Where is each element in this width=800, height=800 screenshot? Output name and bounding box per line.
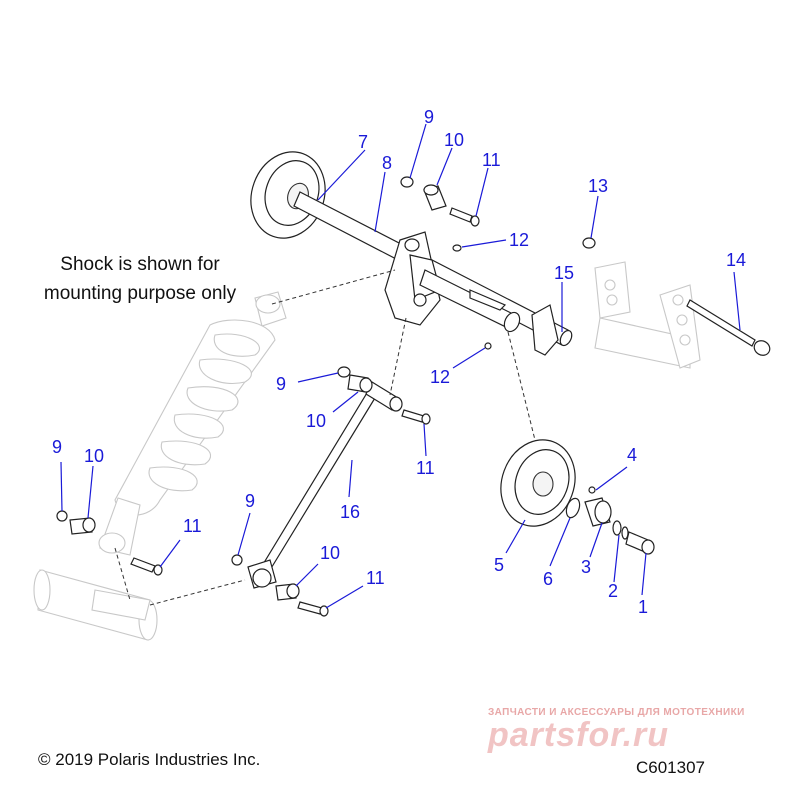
grease-fitting-top — [452, 244, 462, 252]
spacer-hub — [584, 486, 612, 527]
callout-4: 4 — [627, 445, 637, 465]
dashed-line — [389, 317, 407, 396]
washer-a — [612, 520, 622, 536]
shock-absorber — [33, 291, 287, 641]
callout-10-bottom: 10 — [320, 543, 340, 563]
callout-7: 7 — [358, 132, 368, 152]
bolt-top — [449, 207, 480, 227]
copyright-text: © 2019 Polaris Industries Inc. — [38, 750, 261, 769]
bolt-right — [625, 531, 655, 555]
snap-ring — [565, 497, 581, 519]
nut-mid — [337, 366, 351, 378]
right-bracket — [594, 261, 701, 369]
callout-2: 2 — [608, 581, 618, 601]
nut-top — [400, 176, 414, 188]
leader-lines — [60, 123, 741, 609]
grease-fitting-mid — [484, 342, 492, 350]
mounting-bracket — [384, 231, 559, 356]
bushing-bottom — [275, 583, 300, 601]
callout-12-mid: 12 — [430, 367, 450, 387]
dashed-line — [507, 331, 536, 441]
callout-10-left: 10 — [84, 446, 104, 466]
callout-9-top: 9 — [424, 107, 434, 127]
dashed-line — [114, 547, 131, 601]
callout-16: 16 — [340, 502, 360, 522]
callout-13: 13 — [588, 176, 608, 196]
callout-14: 14 — [726, 250, 746, 270]
nut-bottom — [231, 554, 243, 566]
callout-11-left: 11 — [183, 516, 202, 536]
bushing-bottom-left — [69, 517, 96, 535]
callout-15: 15 — [554, 263, 574, 283]
bushing-top — [423, 184, 447, 211]
dashed-line — [149, 579, 246, 606]
callout-9-bottom: 9 — [245, 491, 255, 511]
dashed-line — [271, 269, 396, 305]
callout-9-mid: 9 — [276, 374, 286, 394]
bolt-mid — [401, 409, 431, 425]
watermark-tagline: ЗАПЧАСТИ И АКСЕССУАРЫ ДЛЯ МОТОТЕХНИКИ — [488, 707, 745, 718]
nut-right — [582, 237, 596, 249]
bushing-mid — [347, 374, 373, 393]
idler-wheel-right — [500, 439, 576, 527]
callout-11-top: 11 — [482, 150, 501, 170]
washer-b — [621, 526, 629, 540]
callout-10-mid: 10 — [306, 411, 326, 431]
callout-12-top: 12 — [509, 230, 529, 250]
callout-3: 3 — [581, 557, 591, 577]
shock-note: Shock is shown for mounting purpose only — [43, 254, 237, 304]
watermark-brand: partsfor.ru — [488, 716, 670, 754]
callout-10-top: 10 — [444, 130, 464, 150]
callout-11-bottom: 11 — [366, 568, 385, 588]
callout-5: 5 — [494, 555, 504, 575]
callout-8: 8 — [382, 153, 392, 173]
nut-bottom-left — [56, 510, 68, 522]
diagram-code: C601307 — [636, 758, 706, 777]
callout-11-mid: 11 — [416, 458, 435, 478]
long-bolt — [686, 299, 771, 356]
bolt-bottom — [297, 601, 329, 617]
bolt-bottom-left — [130, 557, 163, 576]
link-rod — [247, 381, 403, 589]
callout-1: 1 — [638, 597, 648, 617]
callout-9-left: 9 — [52, 437, 62, 457]
callout-6: 6 — [543, 569, 553, 589]
